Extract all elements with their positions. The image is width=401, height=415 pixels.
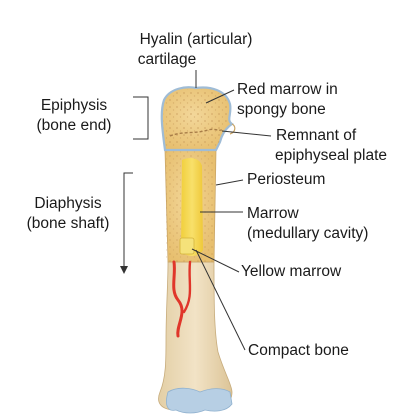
distal-cartilage (166, 388, 232, 413)
epiphysis-pores (163, 89, 228, 148)
label-compact-bone: Compact bone (248, 342, 349, 359)
label-red-marrow-2: spongy bone (237, 101, 326, 118)
leader-periosteum (216, 180, 243, 185)
label-diaphysis-1: Diaphysis (34, 195, 101, 212)
label-epiphysis-1: Epiphysis (41, 97, 108, 114)
label-marrow-1: Marrow (247, 205, 299, 222)
label-red-marrow-1: Red marrow in (237, 81, 338, 98)
label-epiphyseal-1: Remnant of (276, 127, 357, 144)
diaphysis-bracket (120, 173, 133, 274)
label-periosteum: Periosteum (247, 171, 325, 188)
label-epiphyseal-2: epiphyseal plate (275, 147, 387, 164)
label-epiphysis-2: (bone end) (37, 117, 112, 134)
label-yellow-marrow: Yellow marrow (241, 263, 342, 280)
bone (159, 87, 235, 413)
leader-epiphyseal (222, 131, 271, 136)
epiphysis-bracket (133, 97, 148, 139)
diaphysis-arrowhead (120, 266, 128, 274)
label-hyaline-1: Hyalin (articular) (140, 31, 253, 48)
label-hyaline-2: cartilage (138, 51, 197, 68)
label-marrow-2: (medullary cavity) (247, 225, 368, 242)
label-diaphysis-2: (bone shaft) (27, 215, 110, 232)
yellow-marrow-blob (180, 238, 194, 254)
compact-bone-shaft (159, 262, 232, 410)
